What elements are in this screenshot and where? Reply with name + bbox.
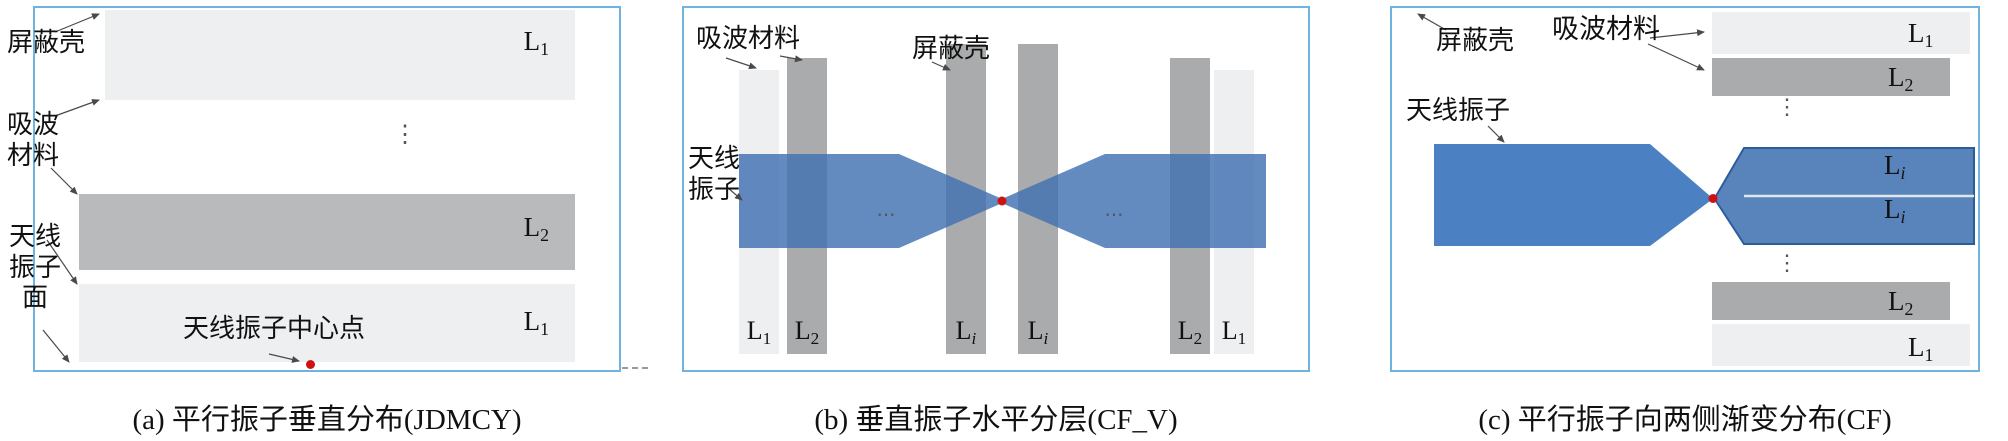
column-label-l1: L1 [746,316,772,348]
column-label-l2: L2 [794,316,820,348]
dipole-bowtie-right-half [1715,147,1975,245]
absorber-layer-l2-bottom [1712,282,1950,320]
layer-label-l1: L1 [1908,18,1934,51]
arrow-dipole [1487,125,1505,143]
arrow-absorber-1 [54,99,100,117]
absorber-column-li-left [946,44,986,354]
vertical-ellipsis: ⋮ [1776,94,1798,119]
arrow-absorber-2 [50,167,78,195]
horizontal-ellipsis: ⋯ [876,205,896,226]
arrow-dipole-face-2 [42,329,70,363]
panel-c: 屏蔽壳 吸波材料 天线振子 L1 L2 ⋮ Li Li ⋮ L2 L1 [1390,6,1980,372]
layer-label-l2: L2 [1888,286,1914,319]
column-label-li: Li [955,316,977,348]
absorber-column-l2-left [787,58,827,354]
absorber-column-l1-left [739,70,779,354]
absorber-column-l2-right [1170,58,1210,354]
dipole-center-dot [306,360,315,369]
arrow-absorber-1 [725,57,757,70]
absorber-layer-l1-bottom [1712,324,1970,366]
absorber-layer-l1-bottom: L1 [79,284,575,362]
panel-a: L1 ⋮ L2 L1 屏蔽壳 吸波 材料 天线 振子 面 天线振子中心点 [7,6,621,372]
label-absorbing-material: 吸波 材料 [7,110,60,170]
absorber-layer-l1-top [1712,12,1970,54]
layer-label-li: Li [1884,150,1906,183]
caption-panel-c: (c) 平行振子向两侧渐变分布(CF) [1478,404,1892,436]
layer-label-l2: L2 [523,212,549,245]
arrow-absorber-2 [1647,43,1705,71]
label-shield-shell: 屏蔽壳 [1436,26,1515,55]
caption-panel-b: (b) 垂直振子水平分层(CF_V) [814,404,1178,436]
label-shield-shell: 屏蔽壳 [7,28,86,57]
label-shield-shell: 屏蔽壳 [912,34,991,63]
vertical-ellipsis: ⋮ [1776,250,1798,275]
dipole-feed-dot [1708,194,1718,203]
absorber-column-li-right [1018,44,1058,354]
absorber-column-l1-right [1214,70,1254,354]
label-dipole-face: 天线 振子 面 [8,222,61,313]
label-absorbing-material: 吸波材料 [1552,14,1660,44]
column-label-l1: L1 [1221,316,1247,348]
horizontal-ellipsis: ⋯ [1104,205,1124,226]
layer-label-li: Li [1884,194,1906,227]
vertical-ellipsis: ⋮ [393,122,417,148]
label-absorbing-material: 吸波材料 [696,24,801,53]
label-antenna-dipole: 天线 振子 [688,144,741,204]
layer-label-l1: L1 [523,306,549,339]
caption-panel-a: (a) 平行振子垂直分布(JDMCY) [132,404,522,436]
panel-b: 吸波材料 屏蔽壳 天线 振子 L1 L2 ⋯ Li Li ⋯ L2 L1 [682,6,1310,372]
absorber-layer-l2: L2 [79,194,575,270]
label-dipole-center-point: 天线振子中心点 [183,314,366,343]
layer-label-l2: L2 [1888,62,1914,95]
dipole-feed-dot [997,196,1007,206]
label-antenna-dipole: 天线振子 [1406,96,1511,125]
layer-label-l1: L1 [523,26,549,59]
column-label-li: Li [1027,316,1049,348]
layer-label-l1: L1 [1908,332,1934,365]
absorber-layer-l2-top [1712,58,1950,96]
dipole-bowtie-left-half [1434,144,1710,246]
column-label-l2: L2 [1177,316,1203,348]
absorber-layer-l1-top: L1 [105,10,575,100]
